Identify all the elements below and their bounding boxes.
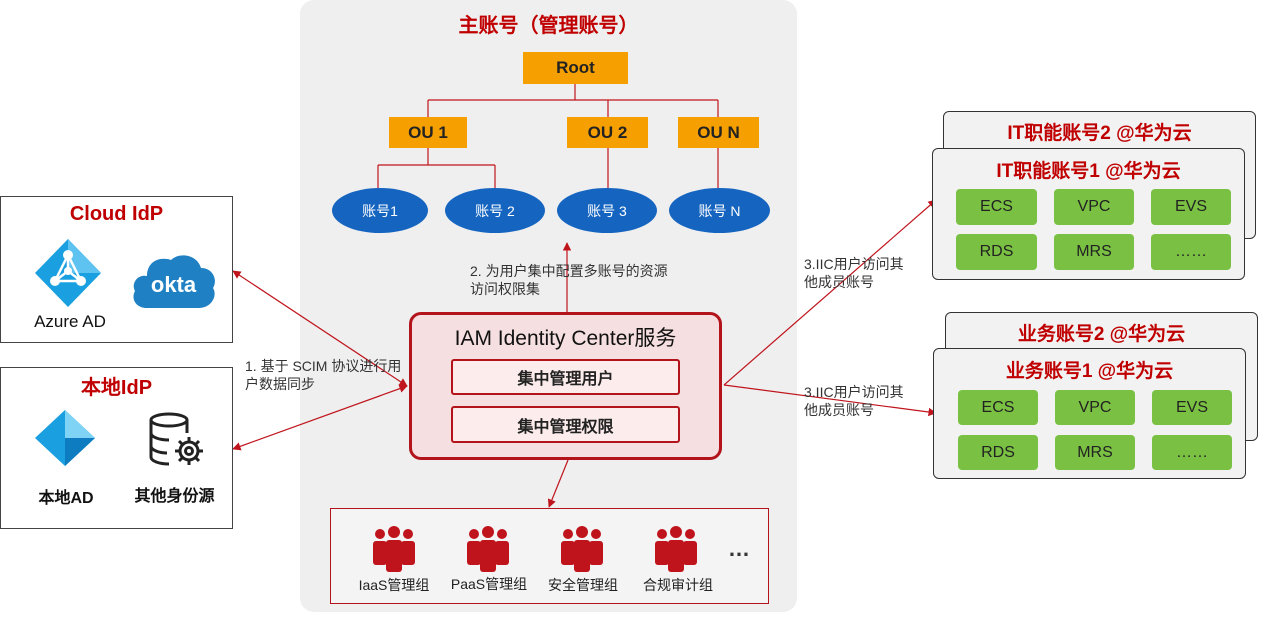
ou-node-2: OU 2	[567, 117, 648, 148]
compliance-group-icon	[653, 526, 699, 579]
biz-service-more: ……	[1152, 435, 1232, 470]
biz-service-rds: RDS	[958, 435, 1038, 470]
it-service-ecs: ECS	[956, 189, 1037, 225]
it-service-evs: EVS	[1151, 189, 1231, 225]
iaas-group-label: IaaS管理组	[358, 577, 430, 593]
main-account-title: 主账号（管理账号）	[458, 14, 639, 37]
cloud-idp-title: Cloud IdP	[69, 202, 164, 225]
it-service-vpc: VPC	[1054, 189, 1134, 225]
step2-note: 2. 为用户集中配置多账号的资源访问权限集	[470, 263, 668, 297]
biz-account-1-title: 业务账号1 @华为云	[1005, 360, 1174, 382]
biz-service-ecs: ECS	[958, 390, 1038, 425]
org-tree-lines	[377, 84, 719, 188]
paas-group-icon	[465, 526, 511, 579]
account-node-n: 账号 N	[669, 188, 770, 233]
okta-label: okta	[150, 272, 197, 297]
more-groups: …	[728, 536, 750, 561]
security-group-label: 安全管理组	[548, 577, 618, 593]
step1-note: 1. 基于 SCIM 协议进行用户数据同步	[245, 358, 402, 392]
step3-note-bottom: 3.IIC用户访问其他成员账号	[804, 384, 904, 418]
it-account-2-title: IT职能账号2 @华为云	[1007, 122, 1192, 144]
root-node: Root	[523, 52, 628, 84]
okta-icon	[129, 252, 218, 317]
account-node-3: 账号 3	[557, 188, 657, 233]
other-idp-label: 其他身份源	[134, 488, 215, 505]
account-node-1: 账号1	[332, 188, 428, 233]
it-account-1-title: IT职能账号1 @华为云	[996, 160, 1181, 182]
local-ad-label: 本地AD	[38, 490, 94, 507]
biz-account-2-title: 业务账号2 @华为云	[1017, 323, 1186, 345]
step3-note-top: 3.IIC用户访问其他成员账号	[804, 256, 904, 290]
arrow-to-it-accounts	[723, 199, 937, 386]
central-user-mgmt: 集中管理用户	[451, 359, 680, 395]
compliance-group-label: 合规审计组	[643, 577, 713, 593]
local-idp-panel	[0, 367, 233, 529]
biz-service-vpc: VPC	[1055, 390, 1135, 425]
biz-service-evs: EVS	[1152, 390, 1232, 425]
central-permission-mgmt: 集中管理权限	[451, 406, 680, 443]
local-ad-icon	[33, 408, 97, 473]
account-node-2: 账号 2	[445, 188, 545, 233]
security-group-icon	[559, 526, 605, 579]
paas-group-label: PaaS管理组	[450, 576, 528, 592]
it-service-mrs: MRS	[1054, 234, 1134, 270]
it-service-more: ……	[1151, 234, 1231, 270]
ou-node-n: OU N	[678, 117, 759, 148]
iaas-group-icon	[371, 526, 417, 579]
arrow-to-biz-accounts	[723, 384, 937, 417]
database-gear-icon	[147, 411, 207, 474]
azure-ad-icon	[33, 237, 103, 314]
local-idp-title: 本地IdP	[80, 376, 153, 399]
arrow-cloud-idp	[232, 270, 408, 387]
arrow-to-groups	[547, 459, 569, 508]
arrow-local-idp	[232, 384, 408, 451]
azure-ad-label: Azure AD	[34, 312, 106, 331]
iam-identity-center-title: IAM Identity Center服务	[454, 327, 677, 350]
biz-service-mrs: MRS	[1055, 435, 1135, 470]
ou-node-1: OU 1	[389, 117, 467, 148]
it-service-rds: RDS	[956, 234, 1037, 270]
